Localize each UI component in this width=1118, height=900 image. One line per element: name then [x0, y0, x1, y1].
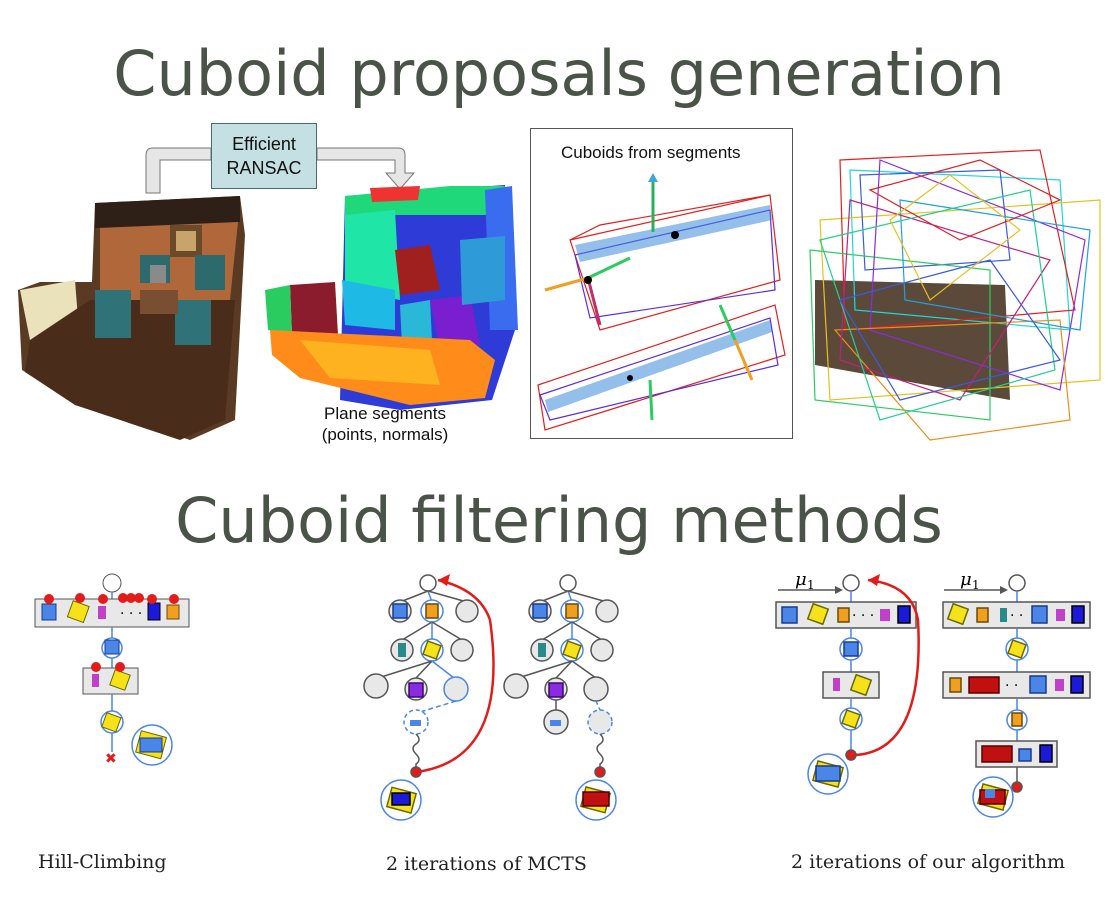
mu-subscript-2: 1 [972, 578, 980, 592]
mu-symbol-2: μ [960, 569, 972, 590]
caption-hill-climbing: Hill-Climbing [38, 851, 167, 873]
cuboids-from-segments-title: Cuboids from segments [561, 143, 741, 162]
cuboid-navy-icon [147, 602, 161, 621]
svg-text:· ·: · · [1005, 678, 1018, 694]
plane-segments-line1: Plane segments [324, 404, 446, 423]
title-cuboid-filtering: Cuboid filtering methods [175, 484, 943, 557]
ransac-label-line1: Efficient [232, 134, 296, 154]
ours-iteration-1: μ 1 · · · [775, 569, 920, 795]
cuboid-blue-icon [41, 603, 57, 621]
all-cuboid-proposals-image [809, 149, 1101, 441]
caption-mcts: 2 iterations of MCTS [386, 853, 587, 875]
cuboid-wireframes [537, 194, 786, 431]
plane-segments-line2: (points, normals) [321, 425, 449, 444]
normal-axes [544, 173, 754, 421]
mu-subscript-1: 1 [807, 578, 815, 592]
mcts-iteration-1 [363, 574, 495, 821]
plane-segments-caption: Plane segments (points, normals) [300, 403, 470, 445]
title-cuboid-proposals: Cuboid proposals generation [113, 37, 1005, 110]
room-pointcloud-image [18, 196, 245, 440]
svg-text:· · ·: · · · [852, 608, 874, 624]
cuboid-magenta-icon [98, 606, 106, 619]
svg-text:✖: ✖ [105, 751, 117, 767]
ours-iteration-2: μ 1 · · · · [942, 569, 1091, 818]
caption-our-algorithm: 2 iterations of our algorithm [791, 851, 1066, 873]
cuboid-orange-icon [166, 604, 180, 620]
ransac-flow-arrow [145, 147, 416, 194]
cuboid-yellow-icon [66, 600, 90, 624]
plane-segments-image [265, 185, 518, 410]
hill-climbing-diagram: · · · ✖ [34, 573, 190, 767]
ransac-box: Efficient RANSAC [211, 123, 317, 189]
mu-symbol-1: μ [795, 569, 807, 590]
svg-text:· · ·: · · · [120, 606, 142, 622]
svg-text:· ·: · · [1010, 608, 1023, 624]
ransac-label-line2: RANSAC [226, 158, 302, 178]
mcts-iteration-2 [503, 574, 619, 821]
